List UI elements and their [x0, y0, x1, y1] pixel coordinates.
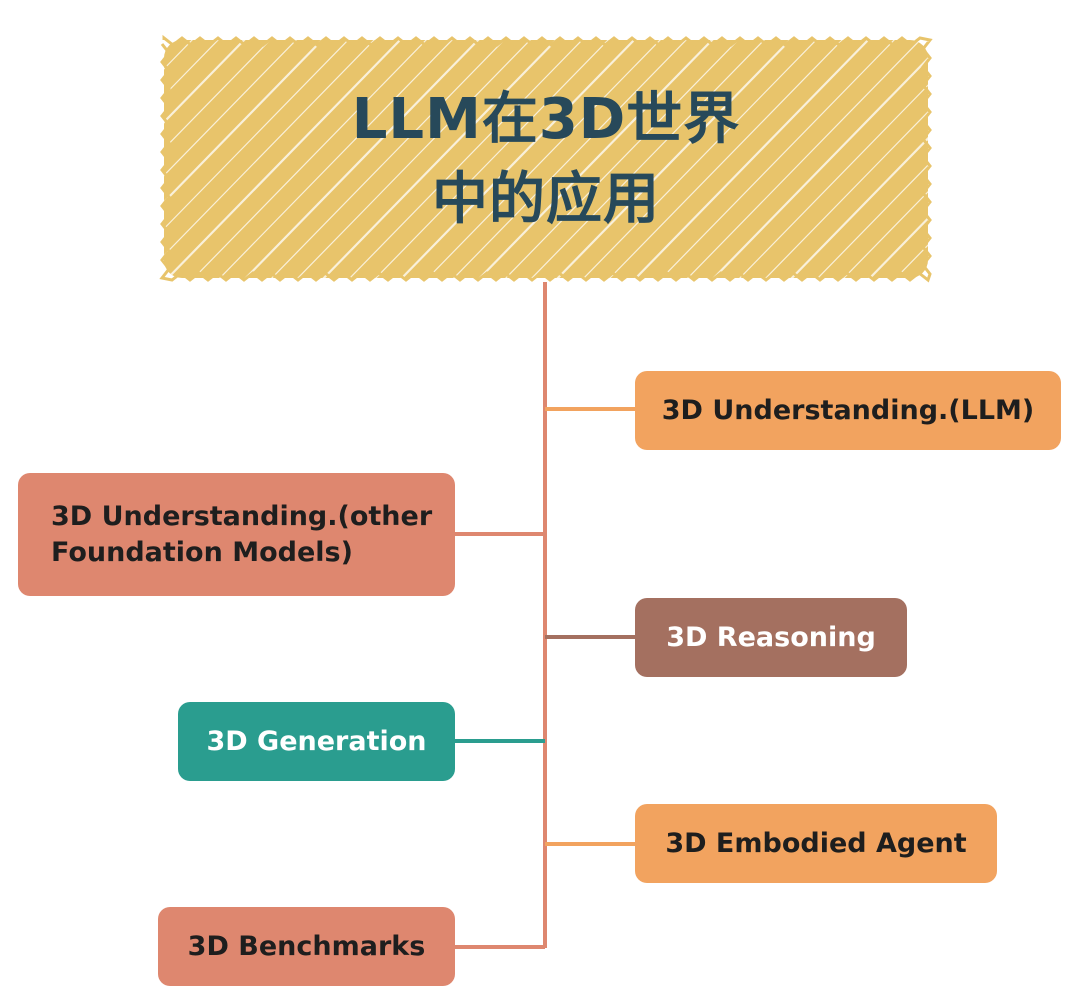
hatch-stroke — [267, 40, 509, 278]
hatch-stroke — [164, 40, 301, 278]
hatch-stroke — [164, 40, 249, 278]
hatch-stroke — [164, 40, 223, 278]
node-3d-generation: 3D Generation — [178, 702, 455, 781]
node-3d-understanding-llm: 3D Understanding.(LLM) — [635, 371, 1061, 450]
root-node-title: LLM在3D世界 中的应用 — [162, 40, 930, 280]
node-3d-understanding-other-foundation-models: 3D Understanding.(other Foundation Model… — [18, 473, 455, 596]
hatch-stroke — [735, 40, 928, 278]
node-label-line-2: Foundation Models) — [51, 536, 353, 568]
hatch-stroke — [839, 40, 928, 278]
root-node-hatch-strokes — [0, 36, 1080, 282]
hatch-stroke — [631, 40, 873, 278]
hatch-stroke — [241, 40, 483, 278]
hatch-stroke — [319, 40, 561, 278]
hatch-stroke — [605, 40, 847, 278]
root-node-fill — [164, 40, 928, 278]
hatch-stroke — [164, 40, 327, 278]
node-label: 3D Generation — [206, 725, 427, 757]
root-node-shape — [0, 34, 1080, 283]
hatch-stroke — [944, 36, 1080, 282]
hatch-stroke — [293, 40, 535, 278]
hatch-stroke — [215, 40, 457, 278]
node-3d-reasoning: 3D Reasoning — [635, 598, 907, 677]
node-label-line-1: 3D Understanding.(other — [51, 500, 433, 532]
node-label: 3D Understanding.(LLM) — [661, 394, 1035, 426]
hatch-stroke — [164, 40, 353, 278]
hatch-stroke — [475, 40, 717, 278]
hatch-stroke — [345, 40, 587, 278]
hatch-stroke — [553, 40, 795, 278]
hatch-stroke — [579, 40, 821, 278]
node-label: 3D Embodied Agent — [665, 827, 967, 859]
hatch-stroke — [865, 40, 928, 278]
node-label: 3D Reasoning — [666, 621, 876, 653]
root-title-line-1: LLM在3D世界 — [351, 87, 741, 152]
hatch-stroke — [683, 40, 925, 278]
hatch-stroke — [423, 40, 665, 278]
node-label: 3D Benchmarks — [187, 930, 426, 962]
hatch-stroke — [527, 40, 769, 278]
hatch-stroke — [164, 40, 405, 278]
node-label-group: 3D Understanding.(other Foundation Model… — [51, 499, 432, 571]
node-3d-embodied-agent: 3D Embodied Agent — [635, 804, 997, 883]
hatch-stroke — [371, 40, 613, 278]
hatch-stroke — [164, 40, 171, 278]
hatch-stroke — [709, 40, 928, 278]
node-3d-benchmarks: 3D Benchmarks — [158, 907, 455, 986]
hatch-stroke — [761, 40, 928, 278]
hatch-stroke — [0, 36, 144, 282]
hatch-stroke — [917, 40, 928, 278]
hatch-stroke — [449, 40, 691, 278]
hatch-stroke — [813, 40, 928, 278]
hatch-stroke — [787, 40, 928, 278]
hatch-stroke — [164, 40, 379, 278]
hatch-stroke — [164, 40, 275, 278]
hatch-stroke — [657, 40, 899, 278]
root-node-rough-edge — [159, 34, 933, 283]
hatch-stroke — [501, 40, 743, 278]
hatch-stroke — [189, 40, 431, 278]
root-title-line-2: 中的应用 — [432, 167, 660, 232]
hatch-stroke — [970, 36, 1080, 282]
hatch-stroke — [397, 40, 639, 278]
